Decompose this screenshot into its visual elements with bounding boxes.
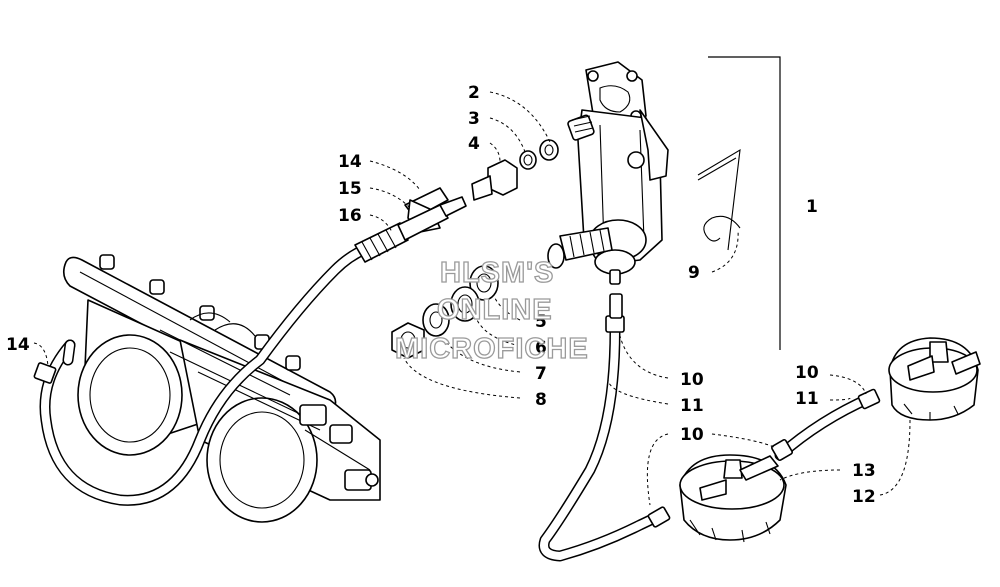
fuel-hoses: [39, 242, 876, 562]
callout-10-right: 10: [795, 363, 819, 383]
callout-15: 15: [338, 179, 362, 199]
callout-14-left: 14: [6, 335, 30, 355]
callout-5: 5: [535, 312, 547, 332]
callout-labels: 1 2 3 4 5 6 7 8 9 10 11 10 10 11 13 12 1…: [6, 83, 876, 507]
callout-12: 12: [852, 487, 876, 507]
item-1-bracket: [708, 56, 781, 350]
callout-7: 7: [535, 364, 547, 384]
callout-1: 1: [806, 197, 818, 217]
fittings-2-3-4: [471, 139, 559, 201]
hose-clamps-10: [33, 293, 881, 528]
leader-lines: [33, 91, 911, 506]
hose-coupler-14-15-16: [354, 187, 467, 263]
fuel-pump: [547, 61, 669, 285]
washers-and-nut-5-8: [391, 265, 499, 359]
callout-6: 6: [535, 338, 547, 358]
callout-3: 3: [468, 109, 480, 129]
callout-2: 2: [468, 83, 480, 103]
callout-11-right: 11: [795, 389, 819, 409]
callout-16: 16: [338, 206, 362, 226]
callout-9: 9: [688, 263, 700, 283]
callout-11-pump-outlet: 11: [680, 396, 704, 416]
watermark: HLSM'S ONLINE MICROFICHE: [394, 256, 589, 365]
carburetor-assembly: [62, 254, 381, 523]
filter-12: [888, 337, 981, 421]
spring-clip-9: [697, 148, 741, 251]
watermark-line-3: MICROFICHE: [395, 333, 589, 365]
callout-13: 13: [852, 461, 876, 481]
watermark-line-2: ONLINE: [437, 294, 553, 326]
watermark-line-1: HLSM'S: [440, 257, 554, 289]
callout-10-pump-outlet: 10: [680, 370, 704, 390]
callout-8: 8: [535, 390, 547, 410]
callout-14-upper: 14: [338, 152, 362, 172]
callout-10-lower: 10: [680, 425, 704, 445]
filter-13: [679, 454, 787, 543]
callout-4: 4: [468, 134, 480, 154]
